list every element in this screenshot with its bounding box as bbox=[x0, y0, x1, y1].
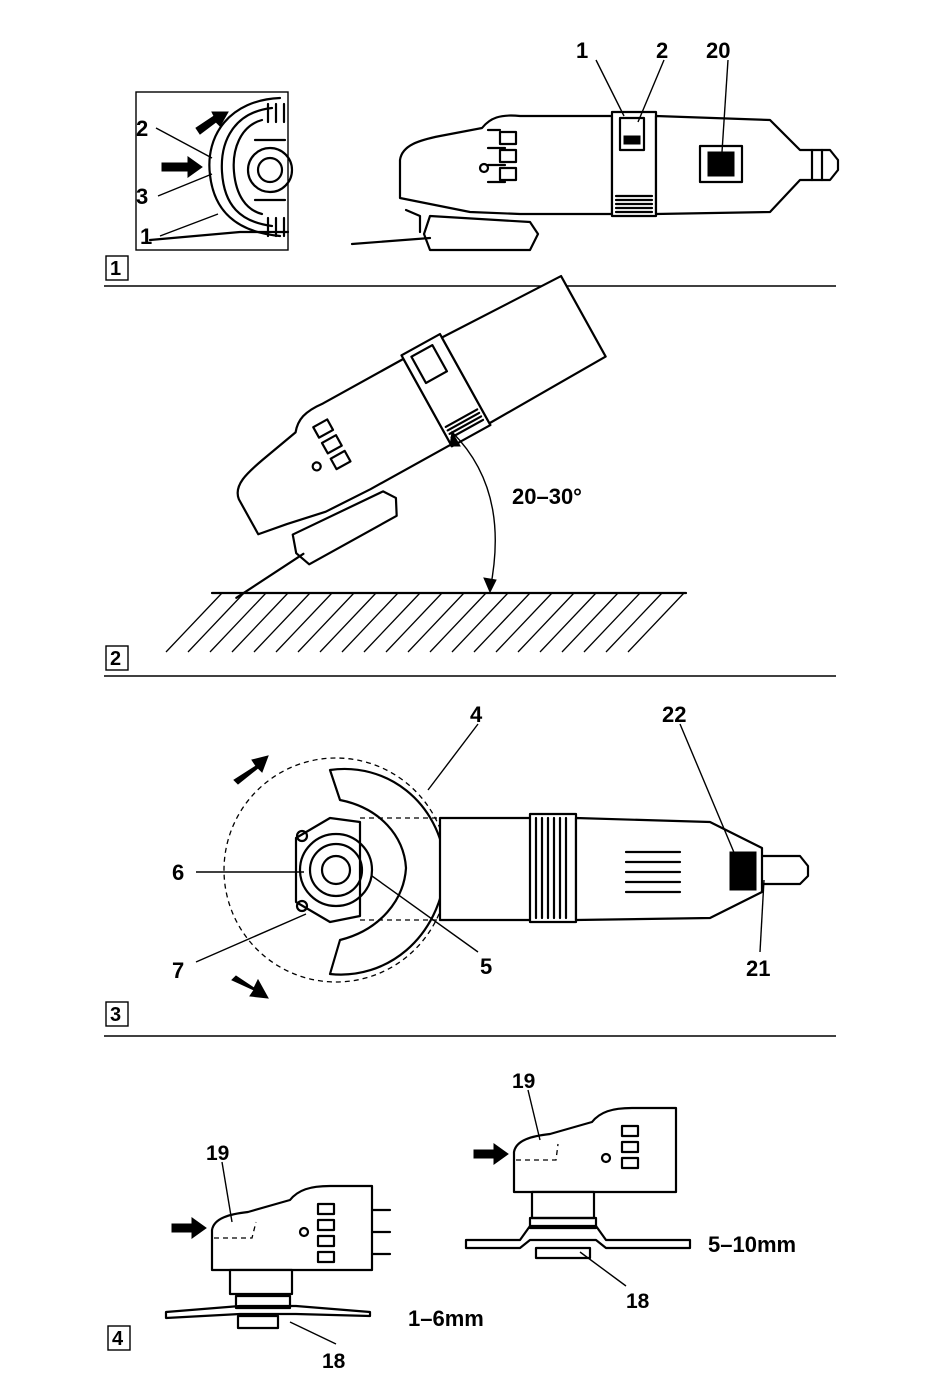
ground-hatch-line bbox=[254, 593, 310, 652]
ground-surface bbox=[166, 593, 686, 652]
figure-4: 19 18 1–6mm 19 18 5–10mm 4 bbox=[108, 1070, 796, 1373]
grinder-head-left bbox=[166, 1186, 390, 1328]
push-arrow-icon bbox=[474, 1144, 508, 1164]
ground-hatch-line bbox=[342, 593, 398, 652]
rotation-arrow-top-icon bbox=[234, 756, 268, 784]
ground-hatch-line bbox=[188, 593, 244, 652]
gap-label-right: 5–10mm bbox=[708, 1232, 796, 1257]
figure-2: 20–30° 2 bbox=[106, 269, 686, 670]
callout-22: 22 bbox=[662, 702, 686, 727]
ground-hatch-line bbox=[518, 593, 574, 652]
ground-hatch-line bbox=[166, 593, 222, 652]
angle-label: 20–30° bbox=[512, 484, 582, 509]
callout-20: 20 bbox=[706, 38, 730, 63]
callout-6: 6 bbox=[172, 860, 184, 885]
ground-hatch-line bbox=[474, 593, 530, 652]
ground-hatch-line bbox=[584, 593, 640, 652]
callout-4: 4 bbox=[470, 702, 483, 727]
angle-arc bbox=[452, 432, 495, 590]
callout-19-left: 19 bbox=[206, 1142, 229, 1165]
callout-2: 2 bbox=[656, 38, 668, 63]
callout-1: 1 bbox=[576, 38, 588, 63]
figure-number: 4 bbox=[112, 1328, 124, 1350]
ground-hatch-line bbox=[628, 593, 684, 652]
callout-1-inset: 1 bbox=[140, 224, 152, 249]
detail-inset-frame bbox=[136, 92, 288, 250]
callout-5: 5 bbox=[480, 954, 492, 979]
ground-hatch-line bbox=[210, 593, 266, 652]
ground-hatch-line bbox=[408, 593, 464, 652]
ground-hatch-line bbox=[606, 593, 662, 652]
callout-7: 7 bbox=[172, 958, 184, 983]
ground-hatch-line bbox=[276, 593, 332, 652]
arc-arrow-bottom-icon bbox=[484, 578, 496, 592]
ground-hatch-line bbox=[320, 593, 376, 652]
push-arrow-icon bbox=[162, 157, 202, 177]
ground-hatch-line bbox=[562, 593, 618, 652]
ground-hatch-line bbox=[540, 593, 596, 652]
ground-hatch-line bbox=[452, 593, 508, 652]
callout-21: 21 bbox=[746, 956, 770, 981]
ground-hatch-line bbox=[496, 593, 552, 652]
figure-number: 3 bbox=[110, 1004, 121, 1026]
grinder-head-right bbox=[466, 1108, 690, 1258]
guard-detail-drawing bbox=[150, 98, 292, 240]
ground-hatch-line bbox=[364, 593, 420, 652]
figure-number: 2 bbox=[110, 648, 121, 670]
push-arrow-icon bbox=[172, 1218, 206, 1238]
figure-3: 4 22 6 5 7 21 3 bbox=[106, 702, 808, 1026]
callout-3-inset: 3 bbox=[136, 184, 148, 209]
callout-2-inset: 2 bbox=[136, 116, 148, 141]
rotation-arrow-bottom-icon bbox=[232, 976, 268, 998]
figure-1: 2 3 1 1 2 20 1 bbox=[106, 38, 838, 280]
callout-18-left: 18 bbox=[322, 1350, 346, 1373]
grinder-angled-view bbox=[172, 269, 624, 603]
figure-number: 1 bbox=[110, 258, 121, 280]
callout-19-right: 19 bbox=[512, 1070, 535, 1093]
grinder-side-view bbox=[352, 112, 838, 250]
grinder-top-view bbox=[224, 758, 808, 982]
ground-hatch-line bbox=[298, 593, 354, 652]
ground-hatch-line bbox=[232, 593, 288, 652]
callout-18-right: 18 bbox=[626, 1290, 650, 1313]
gap-label-left: 1–6mm bbox=[408, 1306, 484, 1331]
ground-hatch-line bbox=[430, 593, 486, 652]
ground-hatch-line bbox=[386, 593, 442, 652]
